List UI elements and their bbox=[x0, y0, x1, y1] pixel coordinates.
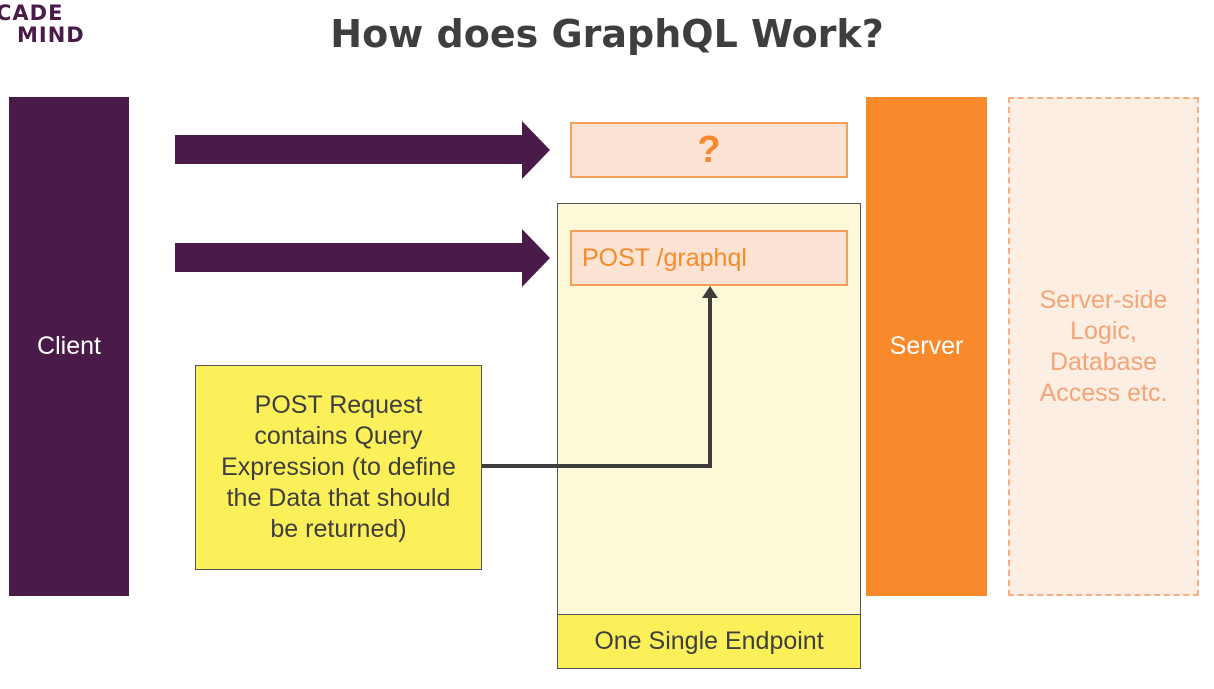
post-graphql-label: POST /graphql bbox=[582, 243, 747, 272]
server-logic-label: Server-side Logic, Database Access etc. bbox=[1039, 285, 1168, 407]
endpoint-group-label: One Single Endpoint bbox=[594, 627, 824, 655]
request-arrow-top bbox=[175, 121, 550, 179]
unknown-request-box: ? bbox=[570, 122, 848, 178]
page-title: How does GraphQL Work? bbox=[330, 12, 884, 56]
logo-line-2: MIND bbox=[17, 23, 85, 47]
post-graphql-box: POST /graphql bbox=[570, 230, 848, 286]
logo-line-1: CADE bbox=[0, 1, 64, 25]
client-block: Client bbox=[9, 97, 129, 596]
note-connector-line bbox=[482, 297, 712, 468]
note-connector-arrowhead bbox=[702, 286, 718, 298]
server-block: Server bbox=[866, 97, 987, 596]
post-request-note: POST Request contains Query Expression (… bbox=[195, 365, 482, 570]
client-label: Client bbox=[37, 332, 101, 360]
server-logic-block: Server-side Logic, Database Access etc. bbox=[1008, 97, 1199, 596]
post-request-note-text: POST Request contains Query Expression (… bbox=[221, 391, 456, 543]
logo: CADE MIND bbox=[0, 0, 110, 48]
endpoint-group-label-box: One Single Endpoint bbox=[557, 614, 861, 669]
request-arrow-bottom bbox=[175, 229, 550, 287]
question-mark: ? bbox=[697, 128, 721, 171]
server-label: Server bbox=[889, 332, 964, 360]
